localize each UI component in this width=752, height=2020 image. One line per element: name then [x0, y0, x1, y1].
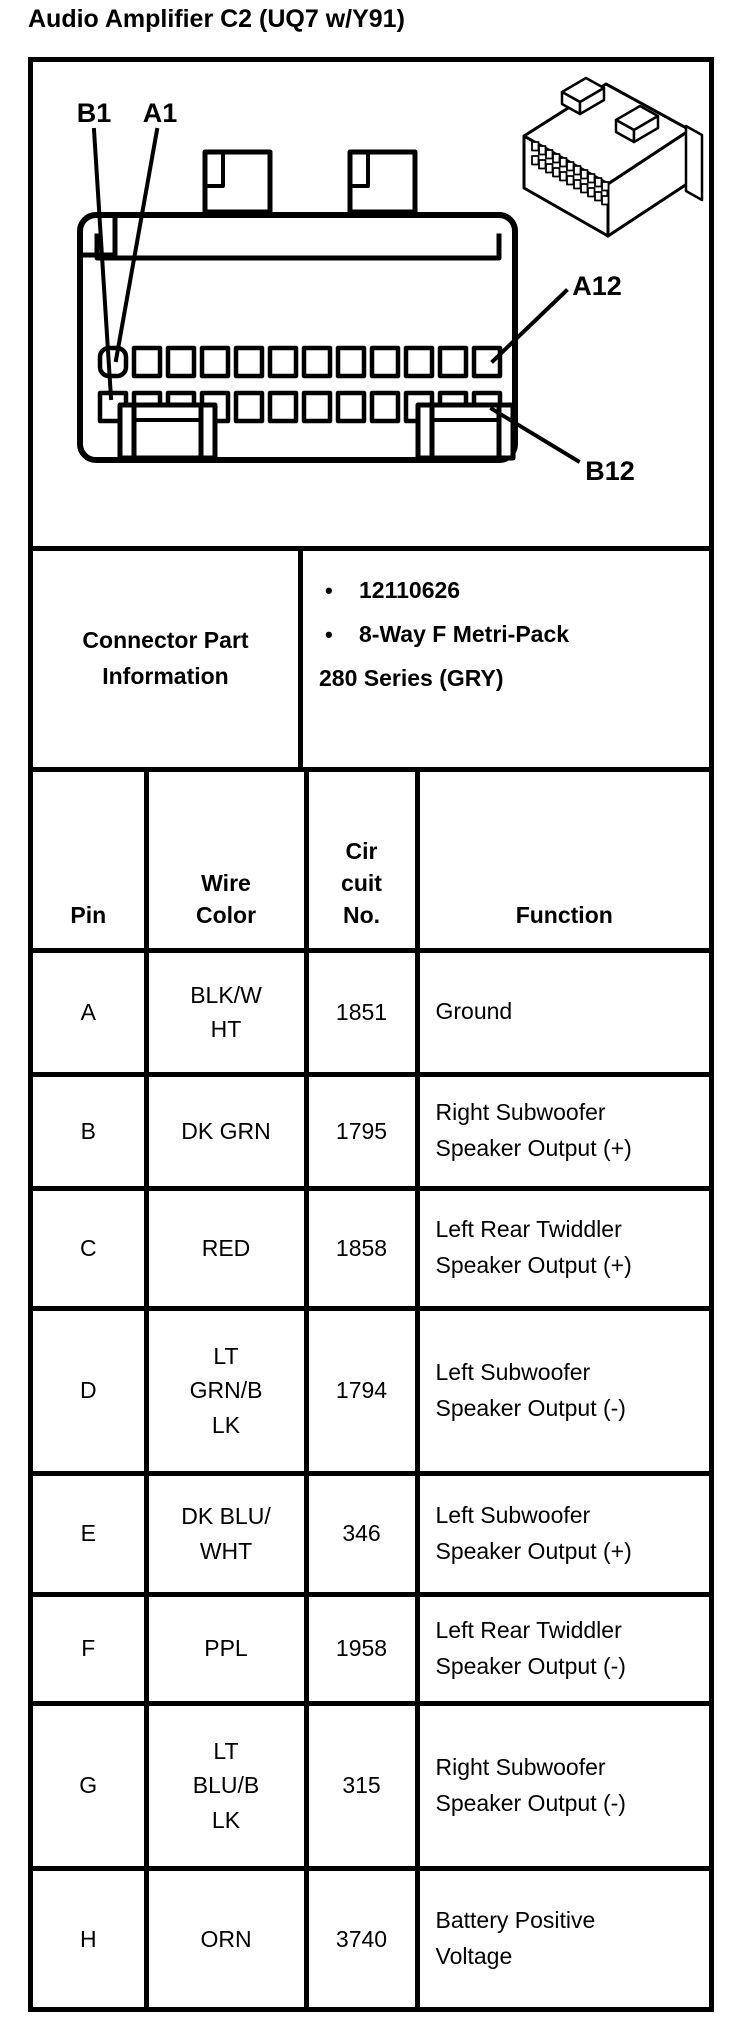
part-info-item: • 8-Way F Metri-Pack	[325, 621, 699, 648]
part-info-details: • 12110626 • 8-Way F Metri-Pack 280 Seri…	[303, 551, 709, 767]
bullet-icon: •	[325, 578, 333, 603]
circuit-no-cell: 346	[303, 1470, 420, 1597]
function-cell: Left Subwoofer Speaker Output (+)	[414, 1470, 709, 1597]
col-header-pin: Pin	[33, 772, 149, 953]
function-cell: Ground	[414, 947, 709, 1077]
pin-cell: B	[33, 1071, 149, 1191]
label-a1: A1	[143, 98, 178, 128]
bullet-icon: •	[325, 622, 333, 647]
connector-sheet-frame: B1 A1 A12 B12	[28, 57, 714, 2012]
table-row: C RED 1858 Left Rear Twiddler Speaker Ou…	[33, 1185, 709, 1311]
function-cell: Left Rear Twiddler Speaker Output (-)	[414, 1591, 709, 1706]
pin-cell: H	[33, 1865, 149, 2007]
pin-cell: A	[33, 947, 149, 1077]
table-row: D LT GRN/B LK 1794 Left Subwoofer Speake…	[33, 1305, 709, 1476]
function-cell: Battery Positive Voltage	[414, 1865, 709, 2007]
circuit-no-cell: 1851	[303, 947, 420, 1077]
col-header-circuit-no: Cir cuit No.	[303, 772, 420, 953]
circuit-no-cell: 3740	[303, 1865, 420, 2007]
circuit-no-cell: 315	[303, 1700, 420, 1871]
connector-front-view	[77, 149, 518, 463]
pin-cell: C	[33, 1185, 149, 1311]
pin-cell: G	[33, 1700, 149, 1871]
table-row: H ORN 3740 Battery Positive Voltage	[33, 1865, 709, 2007]
wire-color-cell: PPL	[143, 1591, 309, 1706]
wire-color-cell: RED	[143, 1185, 309, 1311]
label-a12: A12	[572, 271, 622, 301]
part-info-header: Connector Part Information	[33, 551, 303, 767]
connector-3d-icon	[522, 76, 704, 238]
leader-lines	[91, 127, 581, 464]
function-cell: Right Subwoofer Speaker Output (-)	[414, 1700, 709, 1871]
wire-color-cell: LT GRN/B LK	[143, 1305, 309, 1476]
wire-color-cell: BLK/W HT	[143, 947, 309, 1077]
function-cell: Right Subwoofer Speaker Output (+)	[414, 1071, 709, 1191]
table-row: B DK GRN 1795 Right Subwoofer Speaker Ou…	[33, 1071, 709, 1191]
pinout-table: Pin Wire Color Cir cuit No. Function A B…	[33, 772, 709, 2007]
table-header-row: Pin Wire Color Cir cuit No. Function	[33, 772, 709, 953]
col-header-function: Function	[414, 772, 709, 953]
connector-part-info-row: Connector Part Information • 12110626 • …	[33, 551, 709, 772]
wire-color-cell: LT BLU/B LK	[143, 1700, 309, 1871]
circuit-no-cell: 1958	[303, 1591, 420, 1706]
connector-diagram-panel: B1 A1 A12 B12	[33, 62, 709, 551]
wire-color-cell: DK GRN	[143, 1071, 309, 1191]
table-row: E DK BLU/ WHT 346 Left Subwoofer Speaker…	[33, 1470, 709, 1597]
part-info-item: • 12110626	[325, 577, 699, 604]
label-b12: B12	[585, 456, 635, 486]
connector-top-tab	[347, 149, 418, 215]
pin-cell: E	[33, 1470, 149, 1597]
page-title: Audio Amplifier C2 (UQ7 w/Y91)	[28, 5, 405, 33]
wire-color-cell: DK BLU/ WHT	[143, 1470, 309, 1597]
col-header-wire-color: Wire Color	[143, 772, 309, 953]
label-b1: B1	[77, 98, 112, 128]
table-row: G LT BLU/B LK 315 Right Subwoofer Speake…	[33, 1700, 709, 1871]
mounting-foot	[117, 402, 218, 461]
table-row: F PPL 1958 Left Rear Twiddler Speaker Ou…	[33, 1591, 709, 1706]
pin-cell: F	[33, 1591, 149, 1706]
connector-type: 8-Way F Metri-Pack	[359, 621, 570, 647]
circuit-no-cell: 1794	[303, 1305, 420, 1476]
connector-top-tab	[202, 149, 273, 215]
part-number: 12110626	[359, 577, 461, 603]
connector-diagram: B1 A1 A12 B12	[77, 76, 704, 486]
wire-color-cell: ORN	[143, 1865, 309, 2007]
function-cell: Left Subwoofer Speaker Output (-)	[414, 1305, 709, 1476]
function-cell: Left Rear Twiddler Speaker Output (+)	[414, 1185, 709, 1311]
pin-row-a	[97, 345, 503, 379]
table-row: A BLK/W HT 1851 Ground	[33, 947, 709, 1077]
pin-cell: D	[33, 1305, 149, 1476]
connector-type-continuation: 280 Series (GRY)	[319, 665, 504, 691]
circuit-no-cell: 1795	[303, 1071, 420, 1191]
circuit-no-cell: 1858	[303, 1185, 420, 1311]
